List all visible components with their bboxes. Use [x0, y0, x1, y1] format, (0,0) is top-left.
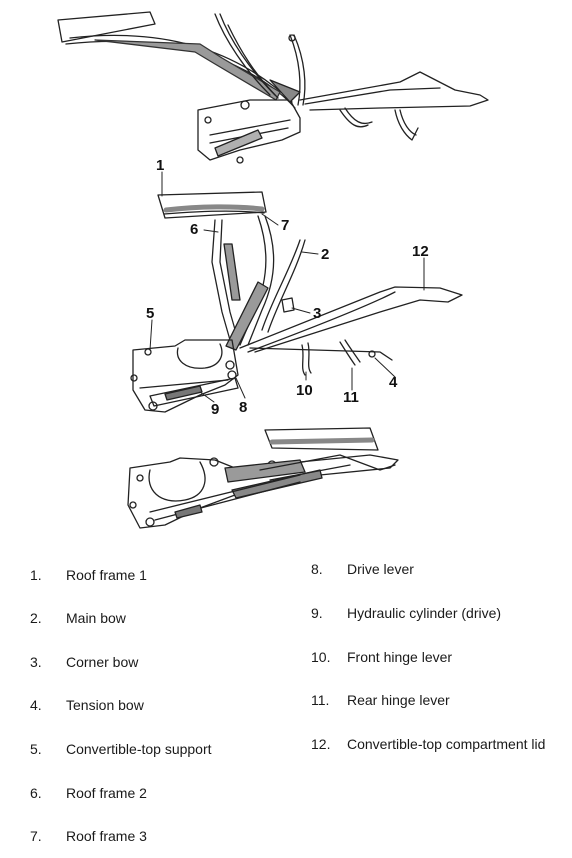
legend-label: Roof frame 3	[66, 828, 147, 844]
callout-4: 4	[389, 374, 398, 391]
legend-label: Front hinge lever	[347, 649, 453, 665]
legend-label: Convertible-top compartment lid	[347, 736, 546, 752]
callout-9: 9	[211, 401, 219, 418]
callout-leaders	[149, 171, 425, 403]
legend-label: Drive lever	[347, 561, 414, 577]
legend-number: 5.	[30, 741, 42, 757]
callout-2: 2	[321, 246, 329, 263]
legend-label: Hydraulic cylinder (drive)	[347, 605, 502, 621]
callout-5: 5	[146, 305, 154, 322]
callout-10: 10	[296, 382, 313, 399]
convertible-top-mechanism-diagram: 1 2 3 4 5 6 7 8 9 10 11 12	[57, 11, 489, 529]
legend-label: Corner bow	[66, 654, 139, 670]
legend-label: Rear hinge lever	[347, 692, 450, 708]
legend-number: 12.	[311, 736, 331, 752]
legend-label: Roof frame 2	[66, 785, 147, 801]
top-folded-view	[127, 427, 399, 529]
legend-number: 4.	[30, 697, 42, 713]
callout-6: 6	[190, 221, 198, 238]
labelled-main-view	[130, 191, 463, 413]
callout-3: 3	[313, 305, 321, 322]
legend-number: 8.	[311, 561, 323, 577]
legend-label: Roof frame 1	[66, 567, 147, 583]
legend-label: Tension bow	[66, 697, 144, 713]
callout-12: 12	[412, 243, 429, 260]
legend-number: 10.	[311, 649, 331, 665]
legend-number: 3.	[30, 654, 42, 670]
legend-number: 2.	[30, 610, 42, 626]
callout-8: 8	[239, 399, 247, 416]
legend-label: Main bow	[66, 610, 126, 626]
legend-number: 6.	[30, 785, 42, 801]
legend-number: 9.	[311, 605, 323, 621]
legend-label: Convertible-top support	[66, 741, 212, 757]
legend-number: 1.	[30, 567, 42, 583]
callout-7: 7	[281, 217, 289, 234]
callout-11: 11	[343, 389, 359, 406]
legend-number: 7.	[30, 828, 42, 844]
callout-1: 1	[156, 157, 164, 174]
legend-number: 11.	[311, 692, 330, 708]
top-extended-view	[57, 11, 489, 164]
